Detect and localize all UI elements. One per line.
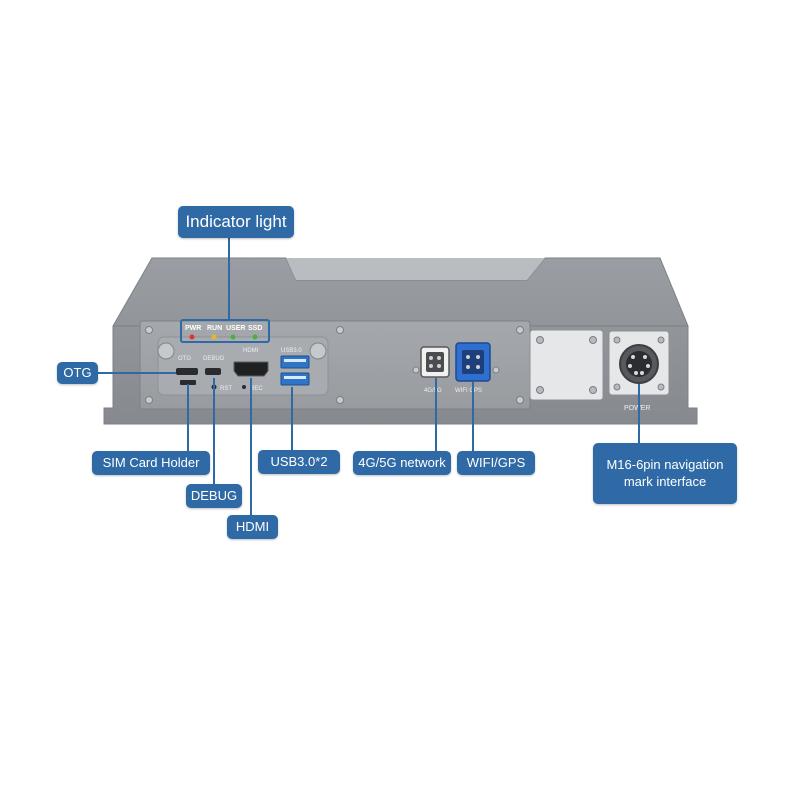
connector-label-wifi-gps: WIFI GPS xyxy=(455,388,482,394)
callout-hdmi: HDMI xyxy=(227,515,278,539)
port-label-hdmi: HDMI xyxy=(243,348,259,354)
blank-plate xyxy=(529,329,604,401)
led-highlight-box xyxy=(180,319,270,343)
led-label-user: USER xyxy=(226,325,245,332)
led-run xyxy=(211,334,217,340)
port-label-usb: USB3.0 xyxy=(281,348,302,354)
thumb-screw-left xyxy=(157,342,175,360)
port-label-rec: REC xyxy=(250,386,263,392)
power-label: POWER xyxy=(624,405,650,412)
callout-sim-card-holder: SIM Card Holder xyxy=(92,451,210,475)
otg-port xyxy=(176,368,198,375)
led-user xyxy=(230,334,236,340)
callout-4g5g-network: 4G/5G network xyxy=(353,451,451,475)
panel-screws xyxy=(145,326,524,404)
port-label-otg: OTG xyxy=(178,356,191,362)
thumb-screw-right xyxy=(309,342,327,360)
rec-indicator xyxy=(242,385,246,389)
led-label-pwr: PWR xyxy=(185,325,201,332)
callout-otg: OTG xyxy=(57,362,98,384)
port-label-rst: RST xyxy=(220,386,232,392)
port-label-debug: DEBUG xyxy=(203,356,225,362)
led-label-ssd: SSD xyxy=(248,325,262,332)
led-pwr xyxy=(189,334,195,340)
callout-indicator-light: Indicator light xyxy=(178,206,294,238)
callout-debug: DEBUG xyxy=(186,484,242,508)
sim-slot xyxy=(180,380,196,385)
callout-m16-interface: M16-6pin navigation mark interface xyxy=(593,443,737,504)
callout-usb: USB3.0*2 xyxy=(258,450,340,474)
debug-port xyxy=(205,368,221,375)
connector-label-net: 4G/5G xyxy=(424,388,442,394)
led-ssd xyxy=(252,334,258,340)
callout-lines xyxy=(98,238,640,515)
hdmi-port xyxy=(233,361,269,377)
callout-wifi-gps: WIFI/GPS xyxy=(457,451,535,475)
led-label-run: RUN xyxy=(207,325,222,332)
